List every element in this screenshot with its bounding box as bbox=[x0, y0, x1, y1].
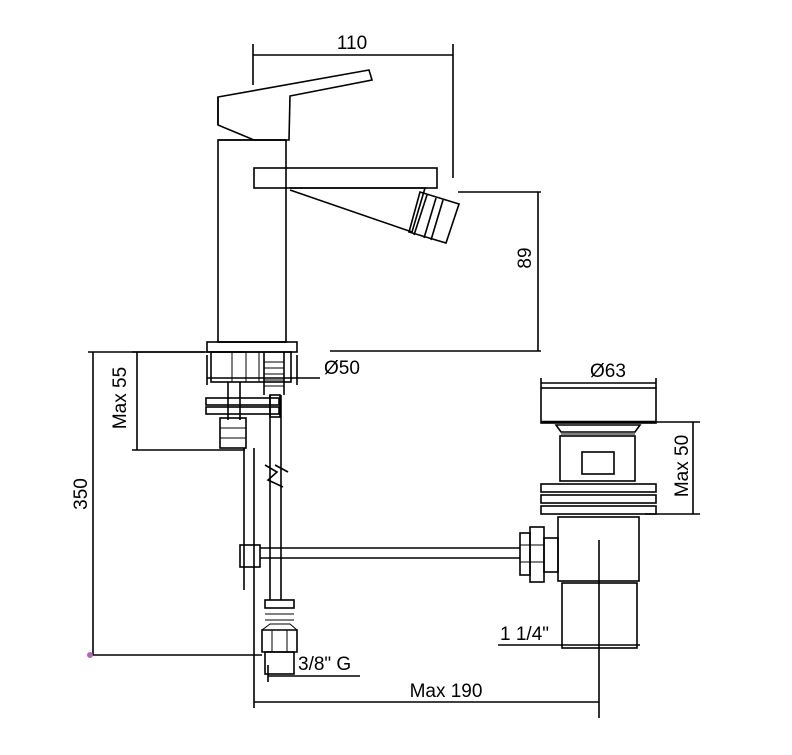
hose-hex-connector bbox=[261, 629, 298, 653]
dim-max-deck: Max 55 bbox=[110, 367, 131, 429]
waste-slot bbox=[581, 451, 615, 475]
dimension-lines bbox=[87, 44, 700, 718]
spout-arm bbox=[289, 187, 427, 234]
fixing-assembly bbox=[205, 352, 298, 675]
dim-spout-height: 89 bbox=[515, 247, 536, 268]
spout-nozzle bbox=[408, 190, 461, 244]
lever-handle bbox=[217, 69, 374, 141]
waste-body bbox=[559, 435, 636, 482]
dim-hose-connection: 3/8" G bbox=[298, 654, 351, 675]
waste-cap bbox=[540, 387, 657, 424]
mounting-block bbox=[210, 351, 292, 383]
spout-bar bbox=[253, 167, 438, 189]
dim-waste-max: Max 50 bbox=[672, 435, 693, 497]
popup-waste bbox=[519, 387, 657, 649]
flex-hose-threads bbox=[263, 352, 285, 395]
dim-base-diameter: Ø50 bbox=[324, 358, 360, 379]
dim-max-reach: Max 190 bbox=[410, 681, 483, 702]
fixing-nut bbox=[219, 417, 247, 449]
dim-waste-diameter: Ø63 bbox=[590, 361, 626, 382]
popup-rod-horizontal bbox=[260, 547, 520, 559]
dim-total-height: 350 bbox=[71, 478, 92, 510]
mixer-body bbox=[206, 69, 461, 383]
base-flange bbox=[206, 341, 298, 353]
accent-dot bbox=[87, 652, 93, 658]
dim-top-width: 110 bbox=[337, 33, 367, 54]
faucet-body bbox=[217, 139, 287, 343]
rod-connector bbox=[519, 532, 531, 576]
dim-waste-thread: 1 1/4" bbox=[500, 624, 549, 645]
